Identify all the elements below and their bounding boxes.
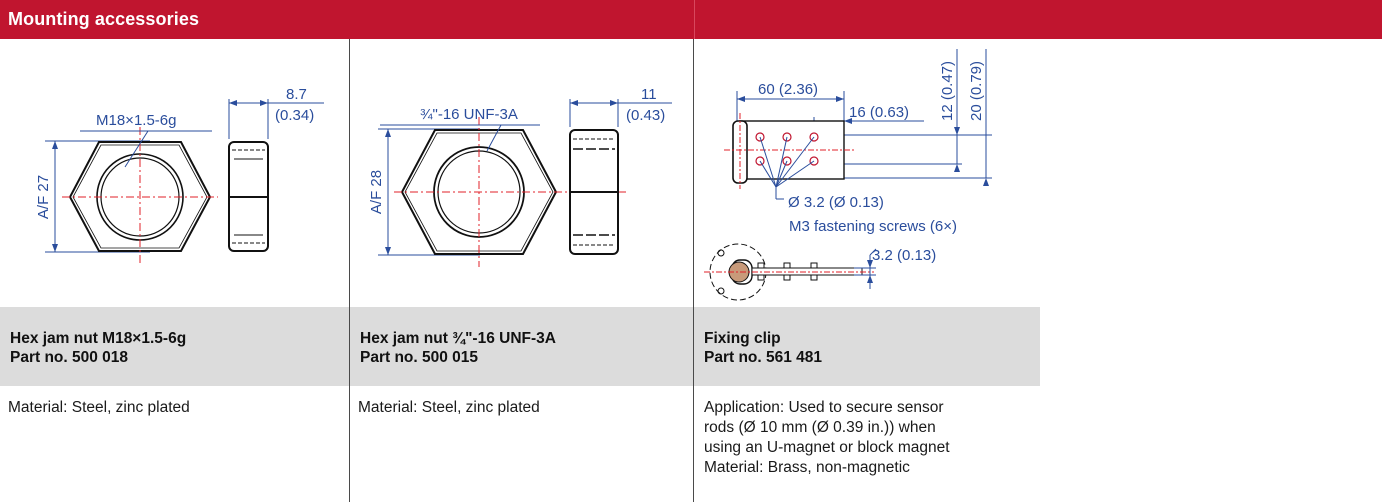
hole-label: Ø 3.2 (Ø 0.13) — [788, 194, 884, 211]
section-header: Mounting accessories — [0, 0, 1382, 39]
width-label: 11 — [641, 86, 657, 103]
column-divider — [349, 39, 350, 502]
offset-label: 16 (0.63) — [849, 104, 909, 121]
column-divider — [693, 39, 694, 502]
product-name: Fixing clip — [704, 330, 781, 347]
af-dimension-label: A/F 28 — [368, 170, 385, 214]
product-title: Fixing clip Part no. 561 481 — [704, 329, 822, 367]
width-inch-label: (0.43) — [626, 107, 665, 124]
product-title: Hex jam nut M18×1.5-6g Part no. 500 018 — [10, 329, 186, 367]
height-b-label: 20 (0.79) — [968, 61, 985, 121]
product-description: Material: Steel, zinc plated — [358, 398, 688, 418]
product-name: Hex jam nut ¾"-16 UNF-3A — [360, 330, 556, 347]
description-line: Material: Steel, zinc plated — [8, 399, 190, 416]
section-title: Mounting accessories — [8, 9, 200, 29]
drawing-hex-nut-unf: A/F 28 ¾"-16 UNF-3A 11 (0.43) — [350, 39, 693, 307]
drawing-hex-nut-m18: A/F 27 M18×1.5-6g 8.7 (0.34) — [0, 39, 349, 307]
header-divider — [694, 0, 695, 39]
description-line: Material: Brass, non-magnetic — [704, 459, 910, 476]
product-description: Material: Steel, zinc plated — [8, 398, 338, 418]
description-line: rods (Ø 10 mm (Ø 0.39 in.)) when — [704, 419, 936, 436]
part-number: Part no. 500 015 — [360, 349, 479, 366]
product-title-band: Fixing clip Part no. 561 481 — [694, 307, 1040, 386]
length-label: 60 (2.36) — [758, 81, 818, 98]
part-number: Part no. 561 481 — [704, 349, 823, 366]
screws-label: M3 fastening screws (6×) — [789, 218, 957, 235]
af-dimension-label: A/F 27 — [35, 175, 52, 219]
part-number: Part no. 500 018 — [10, 349, 129, 366]
description-line: Material: Steel, zinc plated — [358, 399, 540, 416]
description-line: using an U-magnet or block magnet — [704, 439, 950, 456]
product-title: Hex jam nut ¾"-16 UNF-3A Part no. 500 01… — [360, 329, 556, 367]
product-description: Application: Used to secure sensor rods … — [704, 398, 1034, 478]
product-title-band: Hex jam nut ¾"-16 UNF-3A Part no. 500 01… — [350, 307, 693, 386]
width-label: 8.7 — [286, 86, 307, 103]
height-a-label: 12 (0.47) — [939, 61, 956, 121]
drawing-fixing-clip: 60 (2.36) 16 (0.63) 12 (0.47) 20 (0.79) — [694, 39, 1042, 307]
thickness-label: 3.2 (0.13) — [872, 247, 936, 264]
thread-label: ¾"-16 UNF-3A — [420, 106, 518, 123]
description-line: Application: Used to secure sensor — [704, 399, 944, 416]
product-name: Hex jam nut M18×1.5-6g — [10, 330, 187, 347]
width-inch-label: (0.34) — [275, 107, 314, 124]
thread-label: M18×1.5-6g — [96, 112, 176, 129]
product-title-band: Hex jam nut M18×1.5-6g Part no. 500 018 — [0, 307, 349, 386]
